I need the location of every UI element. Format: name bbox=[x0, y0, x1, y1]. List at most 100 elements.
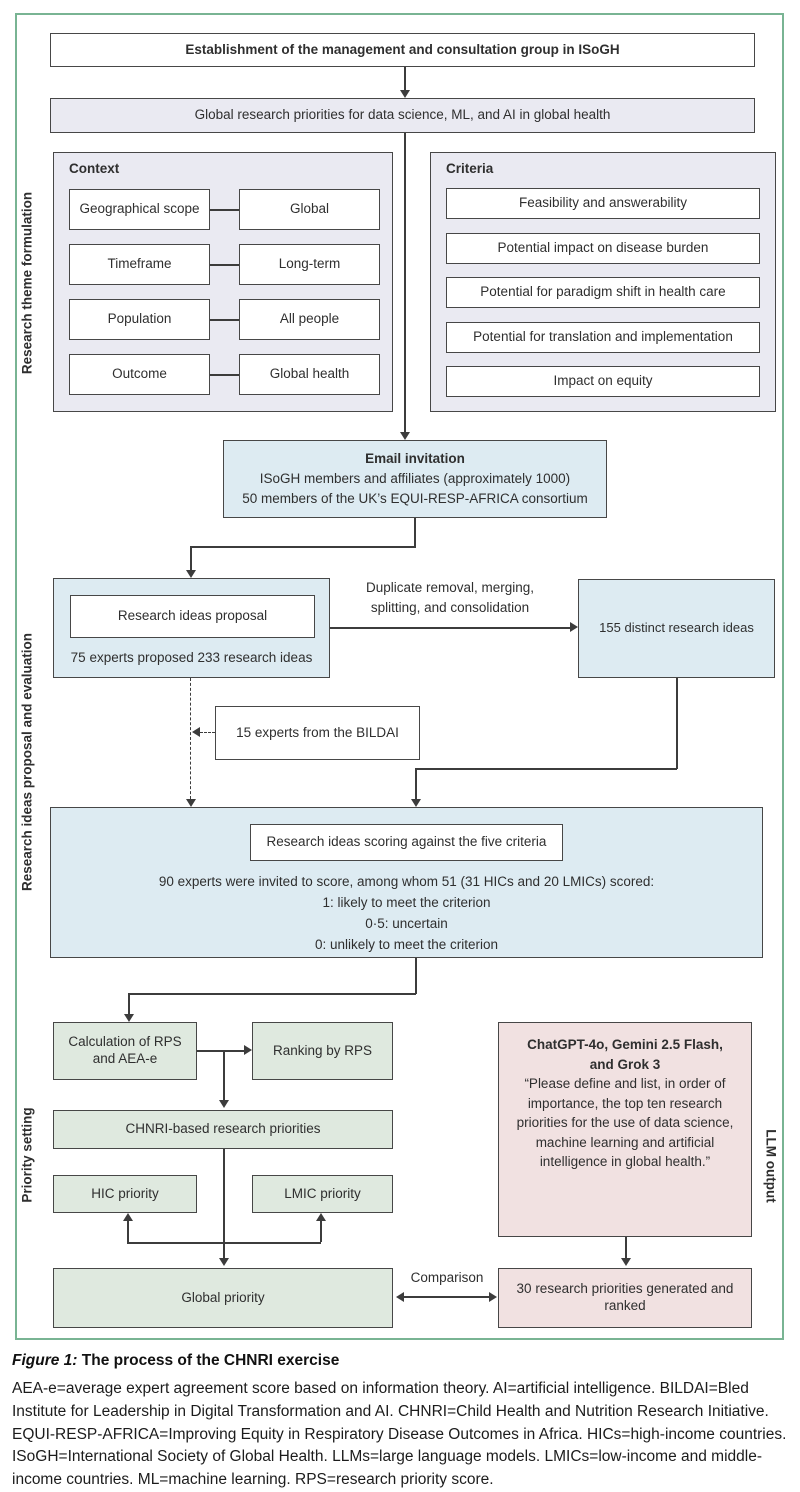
connector-scoring-left bbox=[128, 993, 416, 995]
scoring-details: 90 experts were invited to score, among … bbox=[60, 872, 753, 956]
lmic-priority-box: LMIC priority bbox=[252, 1175, 393, 1213]
section-label-priority-setting: Priority setting bbox=[19, 1107, 35, 1203]
establishment-text: Establishment of the management and cons… bbox=[185, 41, 620, 57]
scoring-line: 90 experts were invited to score, among … bbox=[158, 874, 655, 889]
criteria-item-box: Potential impact on disease burden bbox=[446, 233, 760, 264]
arrowhead-right-icon bbox=[244, 1045, 252, 1055]
connector-155-left bbox=[415, 768, 677, 770]
connector-email-drop bbox=[190, 546, 192, 570]
proposal-inner-box: Research ideas proposal bbox=[70, 595, 315, 638]
bildai-text: 15 experts from the BILDAI bbox=[236, 724, 399, 740]
context-left-box: Outcome bbox=[69, 354, 210, 395]
arrowhead-up-icon bbox=[316, 1213, 326, 1221]
connector-hic-lmic bbox=[127, 1242, 321, 1244]
scoring-inner-box: Research ideas scoring against the five … bbox=[250, 824, 563, 861]
section-label-research-theme: Research theme formulation bbox=[19, 191, 35, 375]
llm-models-line: ChatGPT-4o, Gemini 2.5 Flash, bbox=[527, 1037, 723, 1052]
context-pair-text: Population bbox=[107, 311, 172, 327]
criteria-item-box: Feasibility and answerability bbox=[446, 188, 760, 219]
connector-calc-ranking bbox=[197, 1050, 244, 1052]
llm-prompt-quote: “Please define and list, in order of imp… bbox=[516, 1076, 734, 1170]
criteria-item-text: Impact on equity bbox=[553, 373, 653, 389]
figure-caption-title: Figure 1: The process of the CHNRI exerc… bbox=[12, 1352, 792, 1370]
llm-models-line: and Grok 3 bbox=[589, 1056, 661, 1072]
criteria-item-box: Potential for paradigm shift in health c… bbox=[446, 277, 760, 308]
global-priority-text: Global priority bbox=[181, 1289, 265, 1305]
arrowhead-down-icon bbox=[124, 1014, 134, 1022]
global-priority-box: Global priority bbox=[53, 1268, 393, 1328]
chnri-priorities-box: CHNRI-based research priorities bbox=[53, 1110, 393, 1149]
criteria-item-text: Potential for translation and implementa… bbox=[473, 329, 733, 345]
proposal-inner-text: Research ideas proposal bbox=[117, 608, 268, 624]
context-pair-text: Outcome bbox=[112, 366, 167, 382]
context-pair-text: Long-term bbox=[278, 256, 341, 272]
theme-bar-text: Global research priorities for data scie… bbox=[194, 107, 611, 123]
connector-scoring-down bbox=[415, 958, 417, 994]
criteria-item-text: Potential impact on disease burden bbox=[497, 240, 709, 256]
criteria-item-box: Potential for translation and implementa… bbox=[446, 322, 760, 353]
context-title: Context bbox=[69, 161, 120, 176]
connector-llm-down bbox=[625, 1237, 627, 1258]
arrowhead-right-icon bbox=[489, 1292, 497, 1302]
arrowhead-down-icon bbox=[186, 570, 196, 578]
arrowhead-down-icon bbox=[400, 90, 410, 98]
email-line: ISoGH members and affiliates (approximat… bbox=[259, 470, 571, 486]
arrowhead-down-icon bbox=[400, 432, 410, 440]
connector-hic-up bbox=[127, 1221, 129, 1242]
figure-number: Figure 1: bbox=[12, 1352, 78, 1369]
figure-title-text: The process of the CHNRI exercise bbox=[77, 1352, 340, 1369]
criteria-item-box: Impact on equity bbox=[446, 366, 760, 397]
ranking-rps-text: Ranking by RPS bbox=[272, 1042, 373, 1058]
llm-result-text: 30 research priorities generated and ran… bbox=[516, 1281, 734, 1313]
section-label-ideas-proposal: Research ideas proposal and evaluation bbox=[19, 632, 35, 892]
connector-scoring-drop bbox=[128, 993, 130, 1014]
hic-priority-text: HIC priority bbox=[91, 1185, 159, 1201]
arrowhead-down-icon bbox=[219, 1100, 229, 1108]
context-left-box: Timeframe bbox=[69, 244, 210, 285]
email-line: 50 members of the UK’s EQUI-RESP-AFRICA … bbox=[242, 491, 588, 507]
arrowhead-down-icon bbox=[621, 1258, 631, 1266]
context-right-box: Global bbox=[239, 189, 380, 230]
arrowhead-down-icon bbox=[411, 799, 421, 807]
arrowhead-down-icon bbox=[219, 1258, 229, 1266]
ranking-rps-box: Ranking by RPS bbox=[252, 1022, 393, 1080]
context-connector bbox=[210, 264, 239, 266]
context-connector bbox=[210, 319, 239, 321]
criteria-item-text: Feasibility and answerability bbox=[518, 195, 688, 211]
calc-rps-box: Calculation of RPS and AEA-e bbox=[53, 1022, 197, 1080]
arrowhead-up-icon bbox=[123, 1213, 133, 1221]
arrowhead-left-icon bbox=[192, 727, 200, 737]
establishment-box: Establishment of the management and cons… bbox=[50, 33, 755, 67]
email-title: Email invitation bbox=[365, 450, 465, 466]
criteria-title: Criteria bbox=[446, 161, 494, 176]
theme-bar: Global research priorities for data scie… bbox=[50, 98, 755, 133]
context-right-box: Global health bbox=[239, 354, 380, 395]
connector-155-drop bbox=[415, 768, 417, 799]
figure-frame bbox=[15, 13, 784, 1340]
context-pair-text: Global health bbox=[269, 366, 350, 382]
context-left-box: Population bbox=[69, 299, 210, 340]
figure-caption-body: AEA-e=average expert agreement score bas… bbox=[12, 1380, 787, 1489]
arrowhead-right-icon bbox=[570, 622, 578, 632]
context-pair-text: Global bbox=[289, 201, 330, 217]
connector-lmic-up bbox=[320, 1221, 322, 1242]
criteria-item-text: Potential for paradigm shift in health c… bbox=[480, 284, 726, 300]
calc-rps-text: Calculation of RPS and AEA-e bbox=[68, 1034, 182, 1066]
connector-chnri-global bbox=[223, 1149, 225, 1258]
hic-priority-box: HIC priority bbox=[53, 1175, 197, 1213]
email-invitation-box: Email invitation ISoGH members and affil… bbox=[223, 440, 607, 518]
dedup-label-line: Duplicate removal, merging, bbox=[365, 580, 535, 595]
connector-branch-chnri bbox=[223, 1051, 225, 1100]
llm-prompt-box: ChatGPT-4o, Gemini 2.5 Flash, and Grok 3… bbox=[498, 1022, 752, 1237]
lmic-priority-text: LMIC priority bbox=[284, 1185, 361, 1201]
scoring-line: 0: unlikely to meet the criterion bbox=[314, 936, 499, 952]
arrowhead-down-icon bbox=[186, 799, 196, 807]
scoring-inner-text: Research ideas scoring against the five … bbox=[266, 834, 547, 850]
connector-email-down bbox=[414, 518, 416, 547]
dedup-label: Duplicate removal, merging, splitting, a… bbox=[340, 578, 560, 619]
llm-result-box: 30 research priorities generated and ran… bbox=[498, 1268, 752, 1328]
context-pair-text: Timeframe bbox=[107, 256, 172, 272]
connector-comparison bbox=[404, 1296, 489, 1298]
proposal-note: 75 experts proposed 233 research ideas bbox=[70, 650, 313, 665]
context-pair-text: All people bbox=[279, 311, 340, 327]
